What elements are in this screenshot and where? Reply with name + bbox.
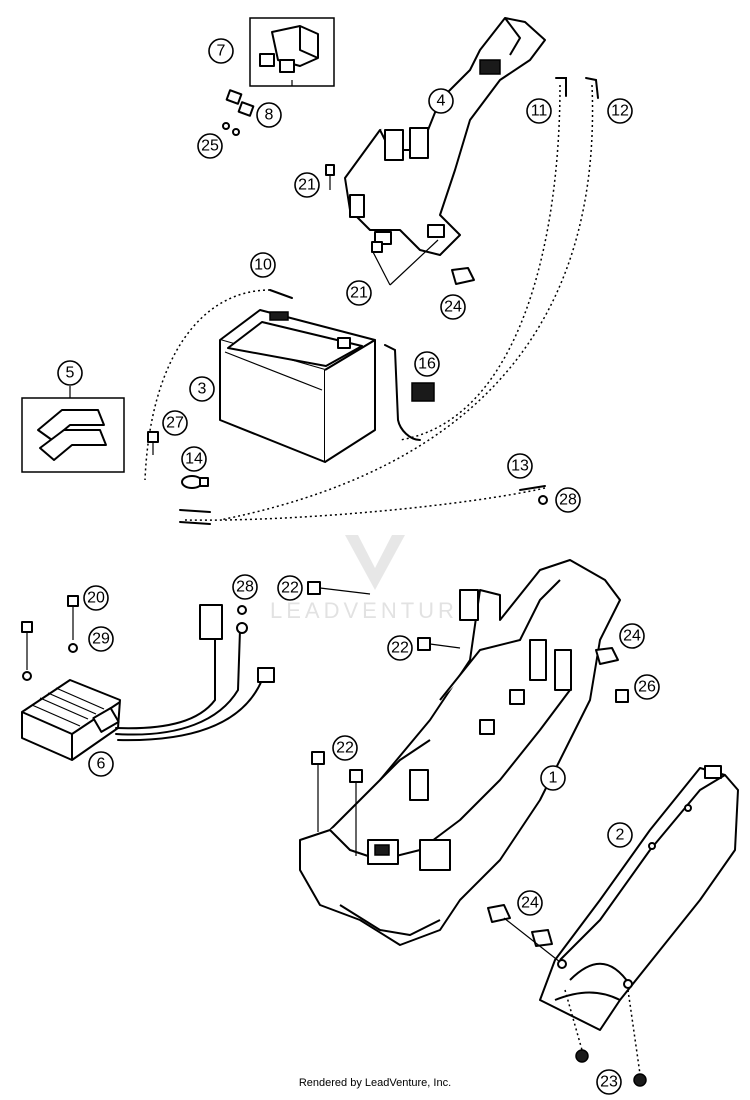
svg-text:26: 26 (638, 679, 656, 696)
svg-text:3: 3 (198, 381, 207, 398)
callout-12: 12 (607, 98, 633, 124)
part-28-nut-lower (237, 605, 247, 615)
part-3-battery (219, 309, 376, 463)
callout-21-upper: 21 (294, 172, 320, 198)
callout-24-lower: 24 (517, 890, 543, 916)
callout-27: 27 (162, 410, 188, 436)
svg-text:22: 22 (391, 640, 409, 657)
part-25-nuts (222, 122, 240, 136)
part-24-clips-lower (487, 904, 561, 963)
callout-7: 7 (208, 38, 234, 64)
svg-text:29: 29 (92, 631, 110, 648)
callout-11: 11 (526, 98, 552, 124)
cable-12 (219, 77, 599, 521)
callout-24-right: 24 (619, 623, 645, 649)
svg-text:24: 24 (521, 895, 539, 912)
svg-text:22: 22 (281, 580, 299, 597)
callout-1: 1 (540, 765, 566, 791)
svg-text:12: 12 (611, 103, 629, 120)
part-21-screws (325, 164, 383, 253)
svg-text:10: 10 (254, 257, 272, 274)
svg-text:21: 21 (350, 285, 368, 302)
part-23-nuts (564, 989, 647, 1087)
part-29-washers (22, 643, 78, 681)
svg-text:8: 8 (265, 107, 274, 124)
svg-text:11: 11 (531, 103, 548, 120)
cable-13 (179, 485, 546, 525)
svg-text:5: 5 (66, 365, 75, 382)
svg-text:7: 7 (217, 43, 226, 60)
svg-text:27: 27 (166, 415, 184, 432)
callout-28-lower: 28 (232, 574, 258, 600)
leader-lines (69, 80, 439, 398)
part-2-cover (539, 765, 739, 1031)
part-20-screws (21, 595, 79, 670)
part-22-screws (307, 581, 461, 856)
callout-6: 6 (88, 751, 114, 777)
part-28-nut-upper (538, 495, 548, 505)
svg-text:13: 13 (511, 458, 529, 475)
callout-22-bottom: 22 (332, 735, 358, 761)
callout-13: 13 (507, 453, 533, 479)
part-5-straps (21, 397, 125, 473)
part-24-clip-upper (451, 267, 475, 285)
callout-4: 4 (428, 88, 454, 114)
svg-text:22: 22 (336, 740, 354, 757)
callout-10: 10 (250, 252, 276, 278)
callout-25: 25 (197, 133, 223, 159)
part-16-fuse (411, 382, 435, 402)
part-24-clip-right (595, 647, 619, 665)
watermark-text: LEADVENTURE (270, 598, 477, 623)
callout-2: 2 (607, 822, 633, 848)
callout-29: 29 (88, 626, 114, 652)
svg-text:28: 28 (559, 492, 577, 509)
part-27-screw (147, 431, 159, 455)
part-7-connector (249, 17, 335, 87)
footer-credit: Rendered by LeadVenture, Inc. (298, 1077, 452, 1089)
callout-22-mid: 22 (387, 635, 413, 661)
part-6-regulator (21, 604, 275, 761)
callout-26: 26 (634, 674, 660, 700)
callout-16: 16 (414, 351, 440, 377)
svg-text:6: 6 (97, 756, 106, 773)
callout-5: 5 (57, 360, 83, 386)
cable-11 (399, 77, 567, 441)
part-26-screw (615, 689, 629, 703)
svg-text:23: 23 (600, 1074, 618, 1091)
svg-text:24: 24 (623, 628, 641, 645)
callout-8: 8 (256, 102, 282, 128)
callout-14: 14 (181, 446, 207, 472)
part-4-holder (344, 17, 546, 256)
callout-23: 23 (596, 1069, 622, 1095)
part-14-bulb (181, 475, 209, 489)
svg-text:21: 21 (298, 177, 316, 194)
svg-text:24: 24 (444, 299, 462, 316)
cable-10 (144, 289, 293, 481)
part-8-clips (225, 89, 255, 117)
svg-text:1: 1 (549, 770, 558, 787)
svg-text:4: 4 (437, 93, 446, 110)
svg-text:25: 25 (201, 138, 219, 155)
svg-text:20: 20 (87, 590, 105, 607)
callout-3: 3 (189, 376, 215, 402)
part-1-tray (299, 559, 621, 946)
callout-22-top: 22 (277, 575, 303, 601)
watermark: LEADVENTURE (270, 535, 477, 623)
cable-battery-lead (384, 344, 421, 441)
svg-text:28: 28 (236, 579, 254, 596)
callout-21-lower: 21 (346, 280, 372, 306)
svg-text:14: 14 (185, 451, 203, 468)
callout-28-upper: 28 (555, 487, 581, 513)
svg-text:2: 2 (616, 827, 625, 844)
callout-24-upper: 24 (440, 294, 466, 320)
callout-20: 20 (83, 585, 109, 611)
svg-text:16: 16 (418, 356, 436, 373)
